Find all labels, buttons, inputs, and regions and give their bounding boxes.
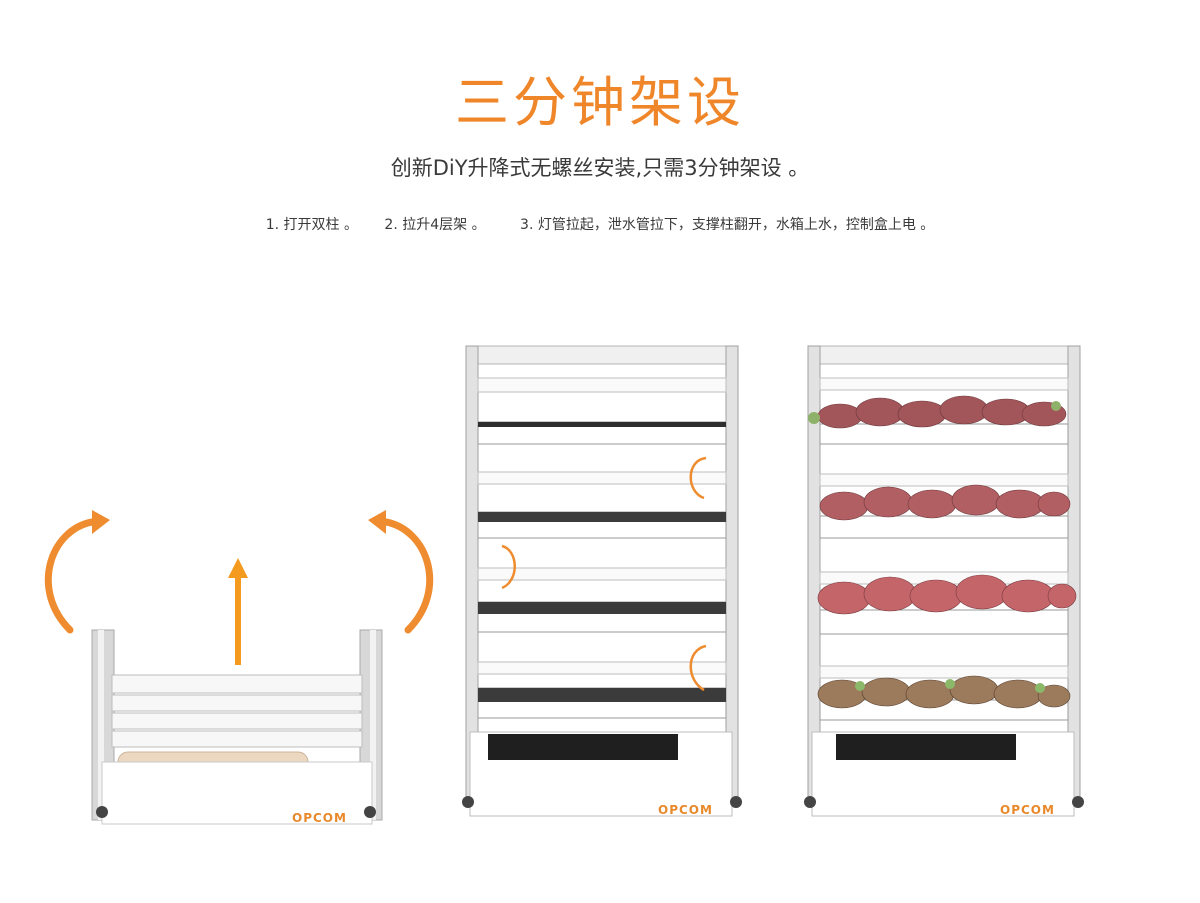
- right-arrowhead-icon: [368, 510, 386, 534]
- brand-label: OPCOM: [658, 803, 713, 817]
- up-arrow-icon: [235, 575, 241, 665]
- brand-label: OPCOM: [1000, 803, 1055, 817]
- step-list: 1. 打开双柱 。 2. 拉升4层架 。 3. 灯管拉起，泄水管拉下，支撑柱翻开…: [0, 214, 1200, 234]
- planted-rack-illustration: OPCOM: [804, 345, 1084, 817]
- page-subtitle: 创新DiY升降式无螺丝安装,只需3分钟架设 。: [390, 156, 810, 180]
- step-2: 2. 拉升4层架 。: [384, 217, 486, 233]
- left-curved-arrow-icon: [44, 518, 96, 634]
- folded-unit-illustration: OPCOM: [44, 510, 434, 825]
- step-1: 1. 打开双柱 。: [265, 217, 358, 233]
- step-3: 3. 灯管拉起，泄水管拉下，支撑柱翻开，水箱上水，控制盒上电 。: [520, 217, 935, 233]
- brand-label: OPCOM: [292, 811, 347, 825]
- expanded-rack-illustration: OPCOM: [462, 345, 742, 817]
- left-arrowhead-icon: [92, 510, 110, 534]
- page-title: 三分钟架设: [455, 71, 745, 134]
- right-curved-arrow-icon: [382, 518, 434, 634]
